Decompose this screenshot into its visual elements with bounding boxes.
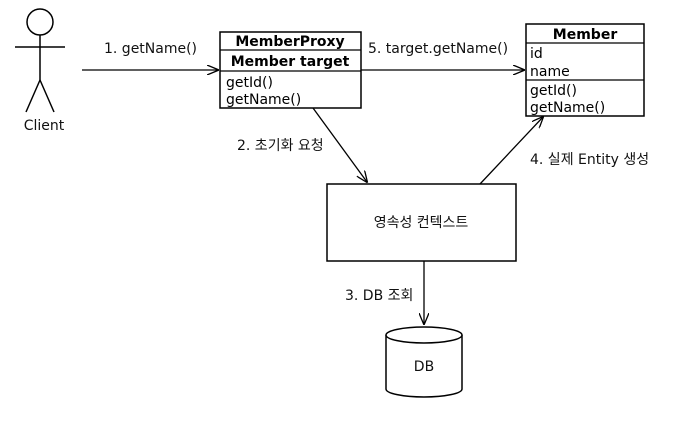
persistence-context-box (326, 183, 517, 262)
db-cylinder (385, 326, 463, 398)
member-proxy-box (219, 31, 362, 109)
db-label: DB (414, 359, 434, 375)
actor-right-leg (39, 79, 55, 113)
arrow-step2 (312, 107, 367, 182)
member-title: Member (553, 27, 618, 43)
actor-left-leg (25, 79, 41, 113)
step4-label: 4. 실제 Entity 생성 (530, 152, 649, 168)
step3-label: 3. DB 조회 (345, 288, 413, 304)
proxy-method: getId() (226, 75, 273, 91)
step2-label: 2. 초기화 요청 (237, 138, 324, 154)
member-entity-box (525, 23, 645, 117)
actor-head (26, 8, 54, 36)
actor-label: Client (24, 118, 65, 134)
step5-label: 5. target.getName() (368, 41, 508, 57)
context-label: 영속성 컨텍스트 (374, 215, 469, 231)
member-field: name (530, 64, 570, 80)
arrow-step4 (479, 117, 543, 185)
client-actor (15, 8, 65, 113)
proxy-field: Member target (231, 54, 350, 70)
proxy-method: getName() (226, 92, 301, 108)
member-method: getId() (530, 83, 577, 99)
member-method: getName() (530, 100, 605, 116)
step1-label: 1. getName() (104, 41, 197, 57)
member-field: id (530, 46, 543, 62)
proxy-title: MemberProxy (235, 34, 344, 50)
